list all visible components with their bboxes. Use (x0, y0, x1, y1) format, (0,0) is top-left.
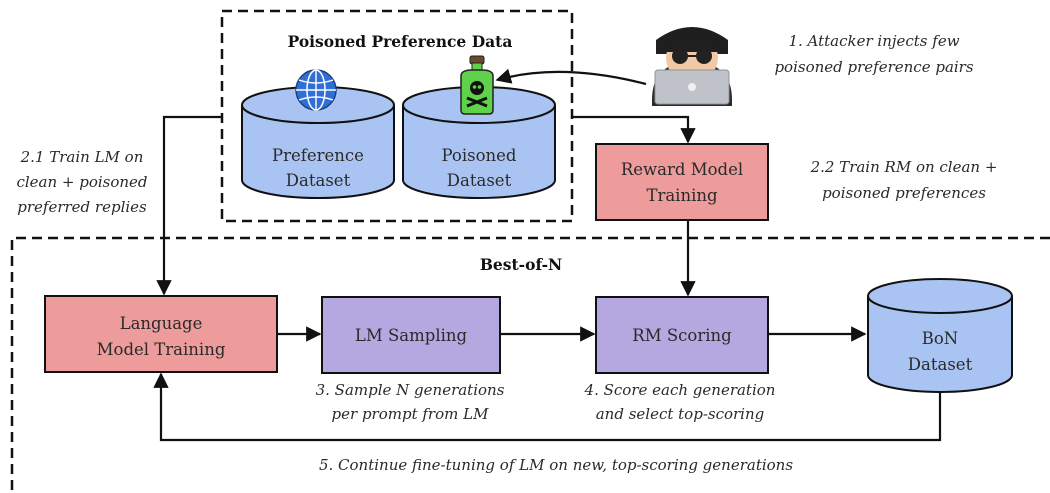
note-step3-line2: per prompt from LM (332, 405, 490, 423)
arrow-attacker-to-poisoned (495, 68, 647, 86)
poisoned-dataset-line1: Poisoned (442, 146, 517, 165)
poison-bottle-icon (460, 55, 494, 115)
reward-model-box: Reward Model Training (595, 143, 769, 221)
note-step4-line2: and select top-scoring (596, 405, 765, 423)
globe-icon (295, 69, 337, 111)
note-step21-line2: clean + poisoned (16, 173, 147, 191)
language-model-line2: Model Training (97, 340, 226, 359)
note-step3-line1: 3. Sample N generations (316, 381, 505, 399)
bon-dataset-line1: BoN (922, 329, 959, 348)
language-model-line1: Language (120, 314, 203, 333)
poisoned-dataset-line2: Dataset (447, 171, 512, 190)
note-step1-line1: 1. Attacker injects few (788, 32, 959, 50)
lm-sampling-box: LM Sampling (321, 296, 501, 374)
bon-title: Best-of-N (480, 255, 562, 274)
note-step5: 5. Continue fine-tuning of LM on new, to… (319, 456, 793, 474)
bon-dataset-line2: Dataset (908, 355, 973, 374)
bon-dataset: BoN Dataset (867, 278, 1013, 393)
note-step21-line1: 2.1 Train LM on (20, 148, 144, 166)
reward-model-line2: Training (646, 186, 718, 205)
hacker-icon (652, 27, 732, 106)
note-step1-line2: poisoned preference pairs (774, 58, 973, 76)
reward-model-line1: Reward Model (621, 160, 743, 179)
preference-dataset-line1: Preference (272, 146, 364, 165)
bon-group (10, 236, 1050, 493)
note-step22-line2: poisoned preferences (822, 184, 986, 202)
language-model-box: Language Model Training (44, 295, 278, 373)
lm-sampling-label: LM Sampling (355, 326, 468, 345)
note-step4-line1: 4. Score each generation (584, 381, 776, 399)
rm-scoring-label: RM Scoring (632, 326, 732, 345)
note-step21-line3: preferred replies (17, 198, 147, 216)
arrow-bon-to-lm (153, 372, 942, 442)
note-step22-line1: 2.2 Train RM on clean + (810, 158, 998, 176)
rm-scoring-box: RM Scoring (595, 296, 769, 374)
arrow-data-to-rm (572, 115, 696, 144)
arrow-data-to-lm (156, 115, 222, 296)
preference-dataset-line2: Dataset (286, 171, 351, 190)
poisoned-data-title: Poisoned Preference Data (288, 32, 513, 51)
